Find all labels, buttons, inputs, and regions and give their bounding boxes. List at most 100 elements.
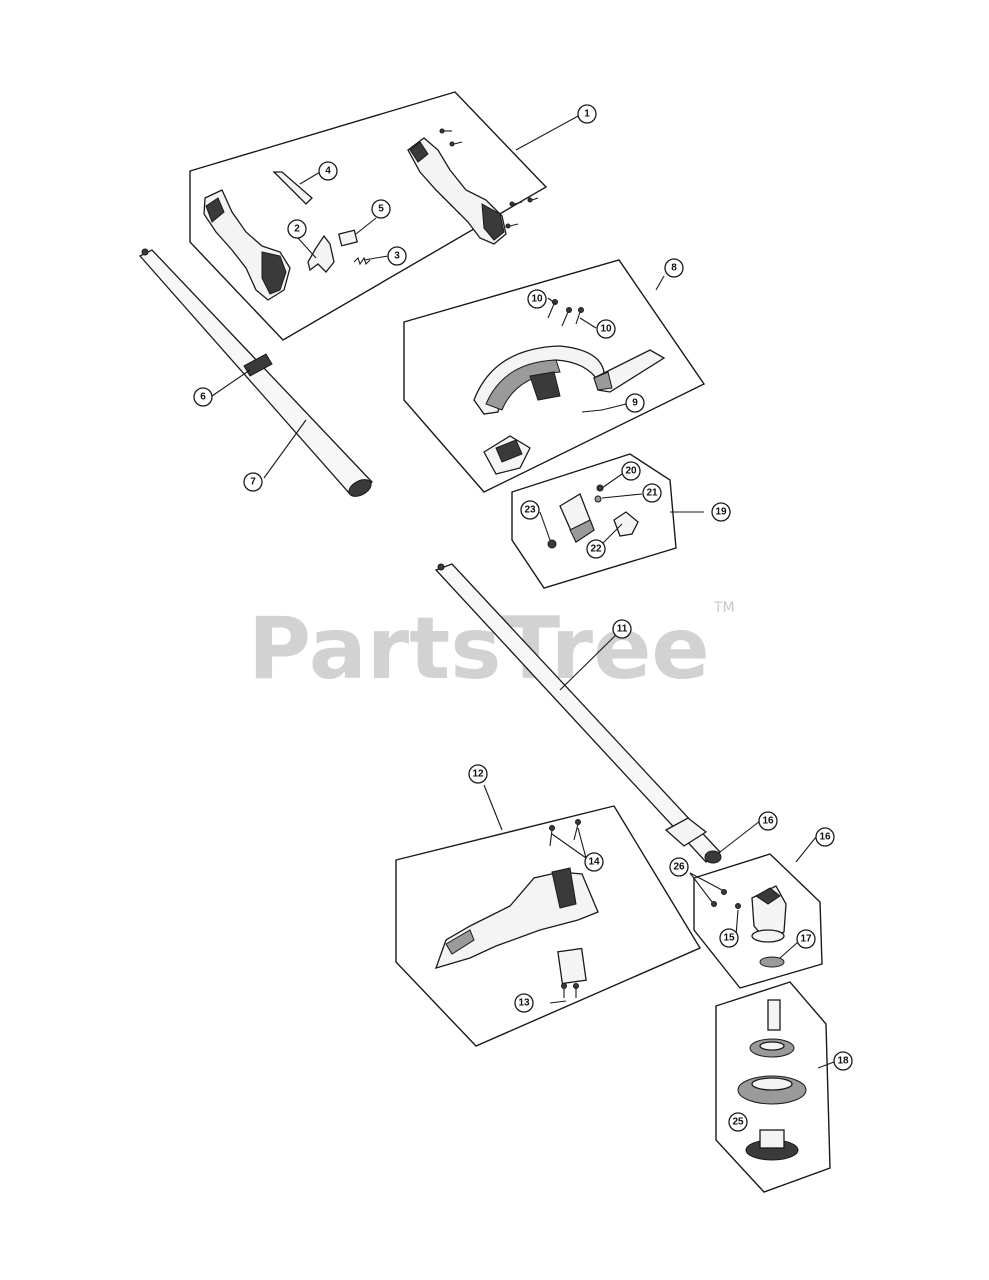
svg-text:26: 26: [673, 862, 685, 873]
callout-16-b: 16: [815, 827, 835, 847]
svg-text:10: 10: [600, 324, 612, 335]
guard-ribs: [445, 929, 475, 955]
lower-shaft-end: [704, 850, 722, 864]
svg-text:10: 10: [531, 294, 543, 305]
motor-washer: [596, 484, 604, 492]
handle-housing-right: [407, 137, 507, 245]
callout-10-a: 10: [527, 289, 547, 309]
svg-text:4: 4: [325, 166, 331, 177]
svg-text:6: 6: [200, 392, 206, 403]
callout-21: 21: [642, 483, 662, 503]
svg-text:23: 23: [524, 505, 536, 516]
lower-shaft-pin: [437, 563, 445, 571]
svg-text:8: 8: [671, 263, 677, 274]
panel-handle-housing: [189, 91, 548, 341]
svg-text:5: 5: [378, 204, 384, 215]
gear-head-screw-a: [721, 889, 727, 895]
lower-shaft-bracket: [664, 817, 708, 847]
svg-text:7: 7: [250, 477, 256, 488]
aux-handle-grip-end: [593, 371, 613, 391]
svg-text:3: 3: [394, 251, 400, 262]
handle-housing-right-grip: [409, 141, 429, 163]
callout-3: 3: [387, 246, 407, 266]
group-aux-handle: [403, 259, 706, 493]
handle-housing-left-grip: [205, 197, 225, 223]
callout-19: 19: [711, 502, 731, 522]
gear-head-screw-c: [735, 903, 741, 909]
handle-housing-right-cap: [481, 203, 505, 241]
aux-handle-inner: [485, 359, 561, 411]
group-guard: [395, 805, 702, 1047]
gear-head-base: [751, 929, 785, 943]
callout-18: 18: [833, 1051, 853, 1071]
panel-aux-handle: [403, 259, 706, 493]
guard-blade: [557, 947, 587, 985]
spool-housing-top: [751, 1077, 793, 1091]
callout-7: 7: [243, 472, 263, 492]
callout-9: 9: [625, 393, 645, 413]
callout-13: 13: [514, 993, 534, 1013]
shaft-clamp: [243, 353, 273, 377]
group-motor: [511, 453, 677, 589]
callout-14: 14: [584, 852, 604, 872]
callout-22: 22: [586, 539, 606, 559]
aux-handle-bolts: [547, 299, 584, 327]
gear-head-washer: [759, 956, 785, 968]
upper-shaft-pin: [141, 248, 149, 256]
aux-handle-pin: [581, 409, 603, 413]
guard-mount: [551, 867, 577, 909]
callout-11: 11: [612, 619, 632, 639]
callout-17: 17: [796, 929, 816, 949]
lock-out-lever: [272, 171, 313, 205]
spool-cap-inner: [759, 1041, 785, 1051]
svg-text:11: 11: [617, 624, 628, 635]
handle-housing-left-cap: [261, 251, 287, 295]
trigger-switch: [307, 234, 335, 273]
callout-5: 5: [371, 199, 391, 219]
leader-lines: [211, 114, 835, 1069]
watermark-trademark: TM: [713, 600, 735, 616]
svg-text:21: 21: [646, 488, 658, 499]
motor-screw: [594, 495, 602, 503]
svg-text:18: 18: [837, 1056, 849, 1067]
trigger-spring: [353, 256, 371, 266]
switch-box: [337, 229, 359, 247]
panel-gear-head: [693, 853, 823, 989]
callout-8: 8: [664, 258, 684, 278]
svg-text:22: 22: [590, 544, 602, 555]
svg-text:25: 25: [732, 1117, 744, 1128]
callout-6: 6: [193, 387, 213, 407]
svg-text:13: 13: [518, 998, 530, 1009]
callout-20: 20: [621, 461, 641, 481]
svg-text:14: 14: [588, 857, 600, 868]
spool-knob: [759, 1129, 785, 1149]
callout-12: 12: [468, 764, 488, 784]
upper-shaft-end: [348, 479, 372, 497]
aux-handle-clamp-slot: [495, 439, 523, 463]
svg-text:12: 12: [472, 769, 484, 780]
svg-text:17: 17: [800, 934, 812, 945]
callout-4: 4: [318, 161, 338, 181]
motor-bearing: [547, 539, 557, 549]
svg-text:16: 16: [762, 816, 774, 827]
callouts: 1 2 3 4 5 6 7 8 9 10 10 11 12 13 14 15 1…: [193, 104, 853, 1132]
svg-text:15: 15: [723, 933, 735, 944]
housing-screws: [439, 128, 539, 229]
callout-26: 26: [669, 857, 689, 877]
svg-text:2: 2: [294, 224, 300, 235]
group-upper-shaft: [138, 248, 374, 497]
aux-handle-bracket: [529, 371, 561, 401]
callout-16-a: 16: [758, 811, 778, 831]
callout-25: 25: [728, 1112, 748, 1132]
callout-1: 1: [577, 104, 597, 124]
svg-text:19: 19: [715, 507, 727, 518]
callout-15: 15: [719, 928, 739, 948]
callout-10-b: 10: [596, 319, 616, 339]
svg-text:20: 20: [625, 466, 637, 477]
group-gear-head: [693, 853, 823, 989]
panel-guard: [395, 805, 702, 1047]
svg-text:16: 16: [819, 832, 831, 843]
motor-gear: [613, 511, 639, 537]
group-spool: [715, 981, 831, 1193]
